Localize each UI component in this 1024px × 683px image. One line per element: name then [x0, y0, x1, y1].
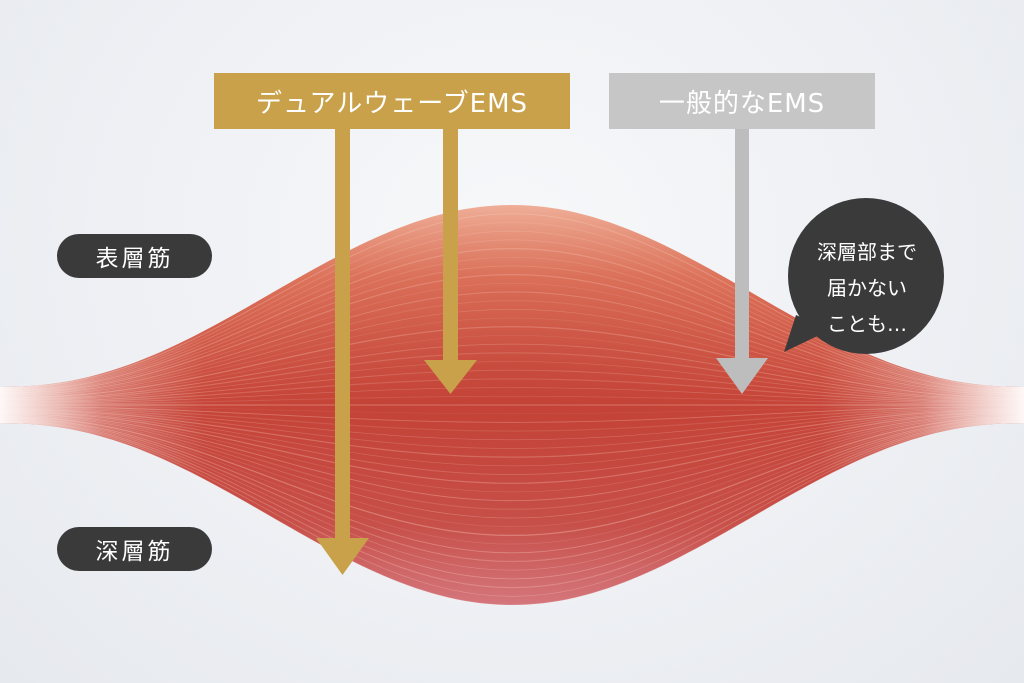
general-ems-label: 一般的なEMS: [609, 73, 875, 129]
down-arrow-icon: [424, 126, 477, 394]
muscle-edge-fade: [0, 205, 1024, 605]
speech-bubble-text: 深層部まで 届かない ことも…: [792, 234, 942, 342]
dual-wave-ems-label: デュアルウェーブEMS: [214, 73, 570, 129]
deep-muscle-label: 深層筋: [57, 527, 212, 571]
dual-wave-arrows: [316, 126, 477, 575]
bubble-line: ことも…: [827, 312, 907, 336]
bubble-line: 届かない: [827, 276, 907, 300]
down-arrow-icon: [316, 126, 369, 575]
muscle-illustration: [0, 205, 1024, 605]
down-arrow-icon: [716, 126, 768, 394]
surface-muscle-label: 表層筋: [57, 234, 212, 278]
general-arrow: [716, 126, 768, 394]
bubble-line: 深層部まで: [817, 240, 917, 264]
speech-bubble: [784, 198, 944, 354]
